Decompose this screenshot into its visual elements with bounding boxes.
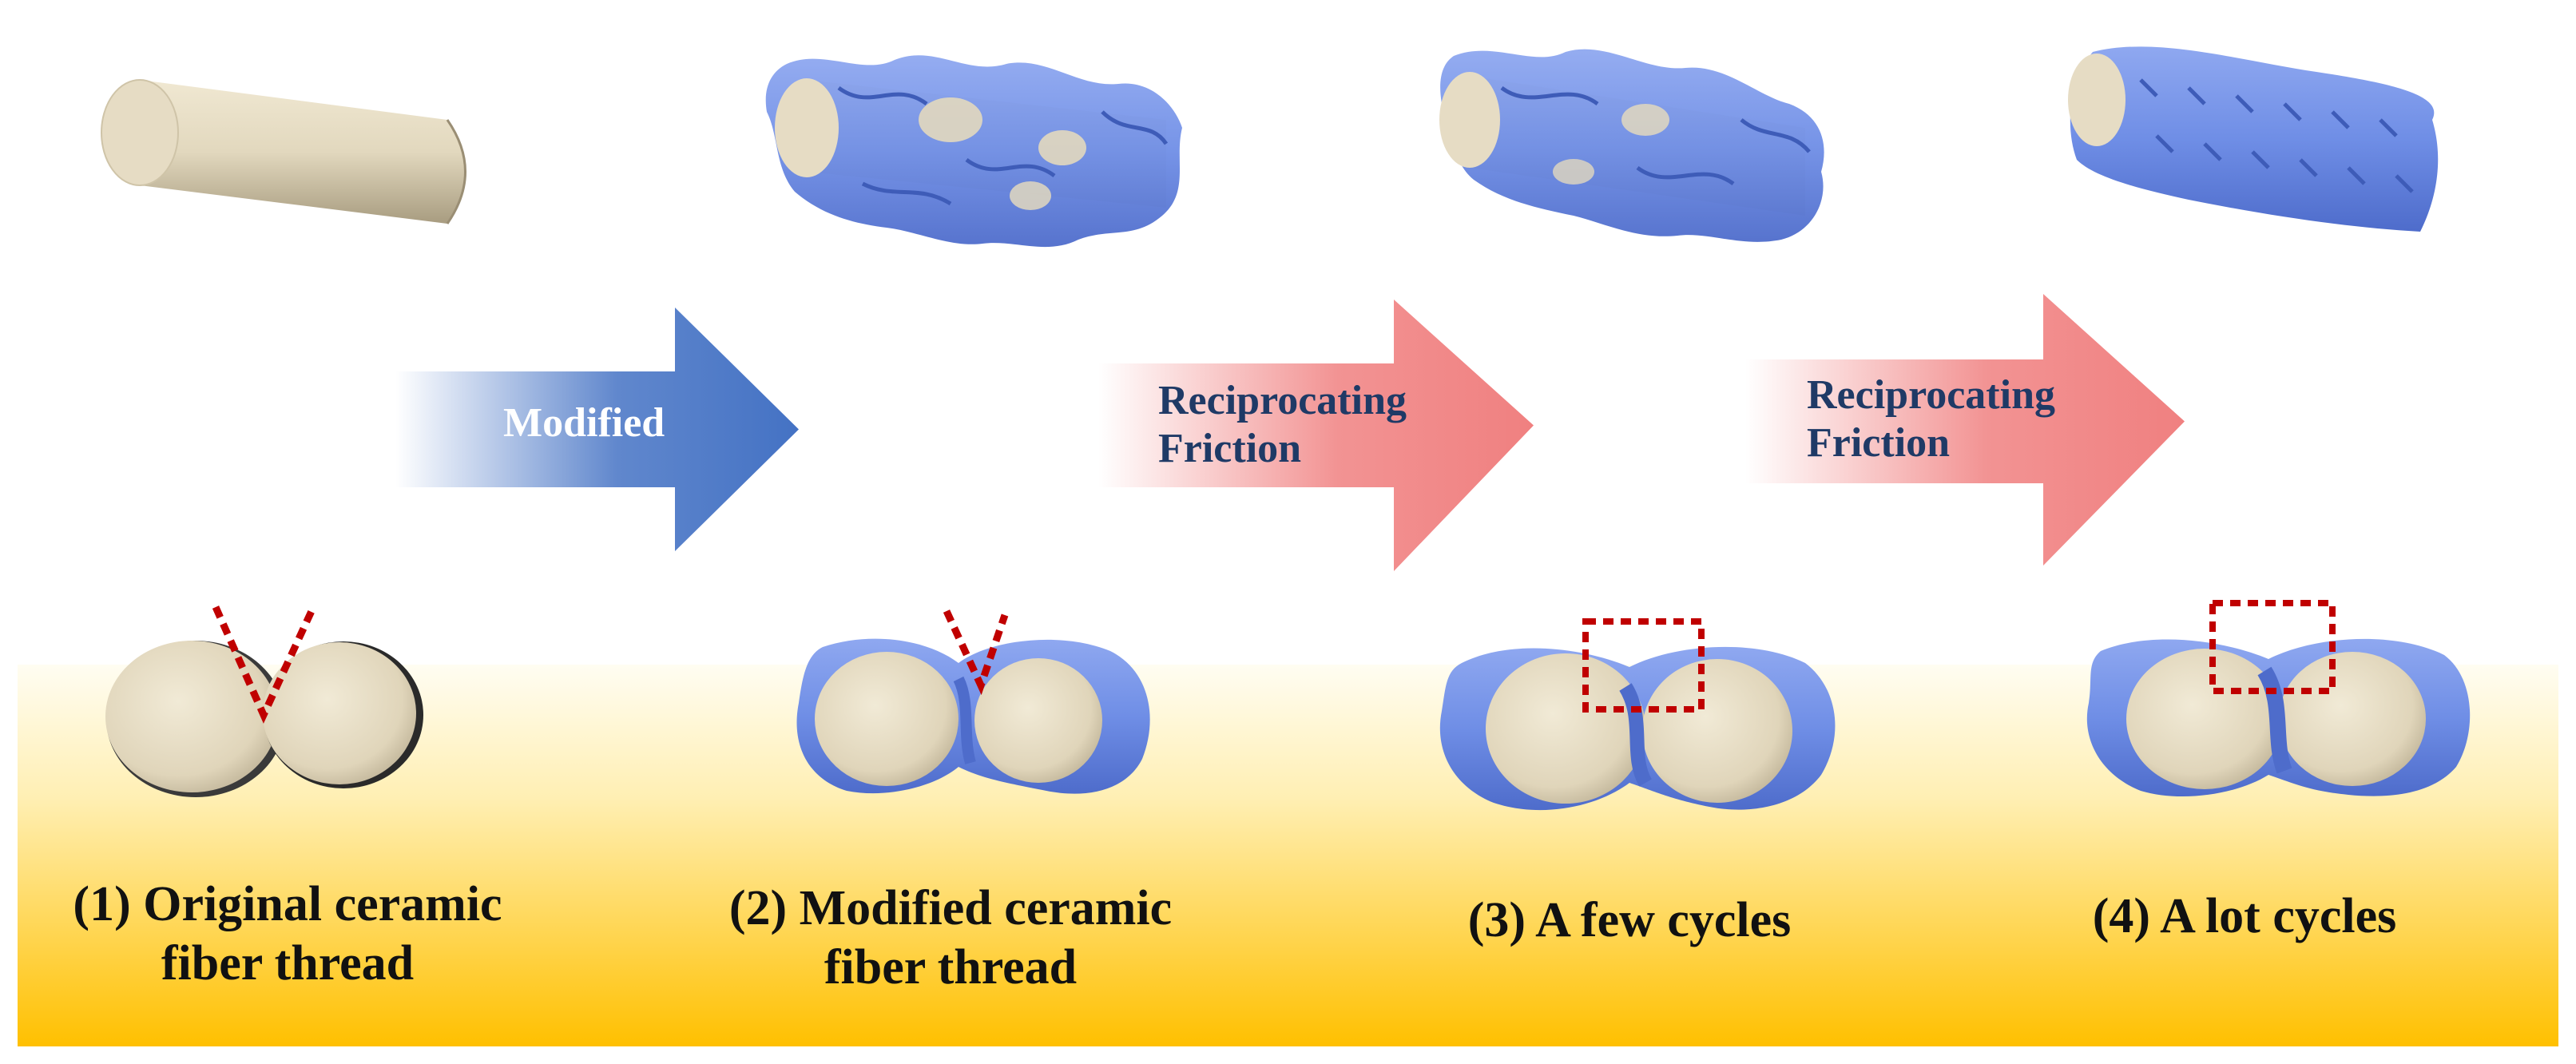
few-cycles-cross-section	[1439, 646, 1836, 811]
gap-marker-v	[212, 605, 316, 724]
arrow-label-line: Reciprocating	[1807, 372, 2055, 418]
wear-region-box-4	[2209, 600, 2336, 694]
modified-cross-section	[796, 638, 1150, 794]
friction-arrow-2	[1745, 294, 2185, 566]
modified-fiber-cylinder	[765, 55, 1182, 248]
wear-region-box-3	[1582, 618, 1705, 713]
arrow-label-line: Friction	[1807, 420, 1951, 466]
arrow-label-line: Modified	[503, 400, 665, 446]
arrow-label-friction-2: Reciprocating Friction	[1807, 371, 2055, 468]
stage-caption-3: (3) A few cycles	[1467, 893, 1792, 947]
plain-fiber-cylinder	[101, 79, 466, 224]
arrow-label-line: Friction	[1158, 426, 1302, 472]
few-cycles-fiber-cylinder	[1439, 49, 1824, 242]
plain-cross-section	[105, 641, 423, 797]
lot-cycles-cross-section	[2086, 638, 2471, 797]
arrow-label-friction-1: Reciprocating Friction	[1158, 377, 1407, 474]
lot-cycles-fiber-cylinder	[2068, 46, 2439, 232]
friction-arrow-1	[1098, 300, 1534, 571]
modified-arrow-0	[395, 308, 799, 551]
stage-caption-4: (4) A lot cycles	[2092, 889, 2397, 943]
stage-caption-2: (2) Modified ceramic fiber thread	[728, 881, 1173, 995]
arrow-label-modified: Modified	[503, 399, 665, 447]
gap-marker-v-modified	[943, 609, 1009, 696]
stage-caption-1: (1) Original ceramic fiber thread	[73, 877, 502, 991]
arrow-label-line: Reciprocating	[1158, 378, 1407, 423]
